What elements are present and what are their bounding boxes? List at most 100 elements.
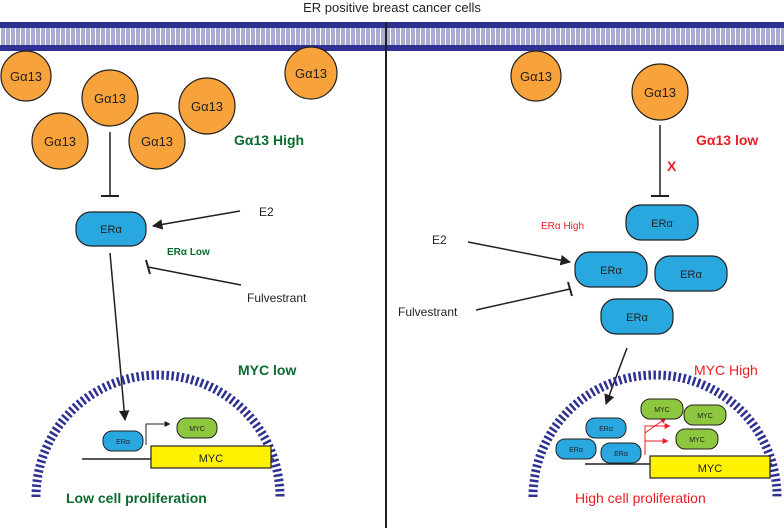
lipid-tail	[706, 28, 710, 45]
diagram-title: ER positive breast cancer cells	[303, 0, 481, 15]
lipid-tail	[406, 28, 410, 45]
lipid-tail	[716, 28, 720, 45]
lipid-tail	[596, 28, 600, 45]
lipid-tail	[696, 28, 700, 45]
lipid-tail	[431, 28, 435, 45]
lipid-tail	[171, 28, 175, 45]
lipid-tail	[631, 28, 635, 45]
lipid-tail	[446, 28, 450, 45]
myc-protein-label: MYC	[697, 413, 713, 420]
fulvestrant-label: Fulvestrant	[398, 305, 458, 319]
myc-status-label: MYC High	[694, 362, 758, 378]
lipid-tail	[186, 28, 190, 45]
lipid-tail	[391, 28, 395, 45]
lipid-tail	[541, 28, 545, 45]
lipid-tail	[666, 28, 670, 45]
g-protein-circle: Gα13	[284, 46, 338, 100]
lipid-tail	[71, 28, 75, 45]
lipid-tail	[581, 28, 585, 45]
lipid-tail	[1, 28, 5, 45]
lipid-tail	[441, 28, 445, 45]
myc-protein: MYC	[640, 398, 684, 420]
lipid-tail	[136, 28, 140, 45]
lipid-tail	[371, 28, 375, 45]
lipid-tail	[461, 28, 465, 45]
g-protein-label: Gα13	[94, 91, 126, 106]
er-alpha-receptor: ERα	[574, 251, 648, 288]
er-alpha-receptor: ERα	[75, 211, 147, 247]
g-protein-circle: Gα13	[0, 50, 52, 102]
er-alpha-label: ERα	[100, 224, 122, 236]
g-protein-label: Gα13	[520, 69, 552, 84]
lipid-tail	[771, 28, 775, 45]
lipid-tail	[216, 28, 220, 45]
er-alpha-receptor: ERα	[654, 255, 728, 292]
lipid-tail	[296, 28, 300, 45]
lipid-tail	[101, 28, 105, 45]
fulvestrant-label: Fulvestrant	[247, 291, 307, 305]
lipid-tail	[226, 28, 230, 45]
lipid-tail	[436, 28, 440, 45]
lipid-tail	[31, 28, 35, 45]
lipid-tail	[156, 28, 160, 45]
lipid-tail	[561, 28, 565, 45]
myc-protein-label: MYC	[689, 437, 705, 444]
lipid-tail	[376, 28, 380, 45]
lipid-tail	[606, 28, 610, 45]
er-alpha-transcription-factor: ERα	[555, 438, 597, 460]
lipid-tail	[331, 28, 335, 45]
right-panel: Gα13 Gα13 Gα13 low X ERα High ERα ERα ER…	[398, 50, 782, 506]
lipid-tail	[11, 28, 15, 45]
blocked-inhibition-arrow	[651, 125, 669, 197]
lipid-tail	[346, 28, 350, 45]
lipid-tail	[711, 28, 715, 45]
lipid-tail	[241, 28, 245, 45]
er-to-nucleus-arrow	[604, 347, 628, 405]
lipid-tail	[416, 28, 420, 45]
lipid-tail	[236, 28, 240, 45]
lipid-tail	[646, 28, 650, 45]
e2-label: E2	[432, 233, 447, 247]
myc-protein-label: MYC	[654, 407, 670, 414]
er-alpha-transcription-factor: ERα	[102, 430, 144, 452]
lipid-tail	[741, 28, 745, 45]
lipid-tail	[326, 28, 330, 45]
lipid-tail	[611, 28, 615, 45]
lipid-tail	[401, 28, 405, 45]
lipid-tail	[556, 28, 560, 45]
e2-arrow	[467, 241, 572, 266]
lipid-tail	[601, 28, 605, 45]
lipid-tail	[756, 28, 760, 45]
lipid-tail	[56, 28, 60, 45]
lipid-tail	[46, 28, 50, 45]
lipid-tail	[546, 28, 550, 45]
lipid-tail	[41, 28, 45, 45]
lipid-tail	[481, 28, 485, 45]
lipid-tail	[36, 28, 40, 45]
g-protein-label: Gα13	[644, 85, 676, 100]
membrane-layer	[0, 45, 784, 51]
lipid-tail	[686, 28, 690, 45]
er-alpha-status-label: ERα High	[541, 221, 584, 232]
lipid-tail	[251, 28, 255, 45]
er-alpha-receptor: ERα	[625, 204, 699, 241]
lipid-tail	[211, 28, 215, 45]
lipid-tail	[351, 28, 355, 45]
lipid-tail	[86, 28, 90, 45]
lipid-tail	[301, 28, 305, 45]
lipid-tail	[386, 28, 390, 45]
lipid-tail	[701, 28, 705, 45]
lipid-tail	[321, 28, 325, 45]
lipid-tail	[691, 28, 695, 45]
lipid-tail	[761, 28, 765, 45]
lipid-tail	[16, 28, 20, 45]
er-alpha-label: ERα	[651, 218, 673, 230]
lipid-tail	[451, 28, 455, 45]
myc-gene-box: MYC	[649, 455, 771, 479]
left-panel: Gα13 Gα13 Gα13 Gα13 Gα13 Gα13 Gα13 High	[0, 46, 338, 506]
lipid-tail	[466, 28, 470, 45]
g-protein-status-label: Gα13 low	[696, 132, 758, 148]
lipid-tail	[311, 28, 315, 45]
lipid-tail	[626, 28, 630, 45]
